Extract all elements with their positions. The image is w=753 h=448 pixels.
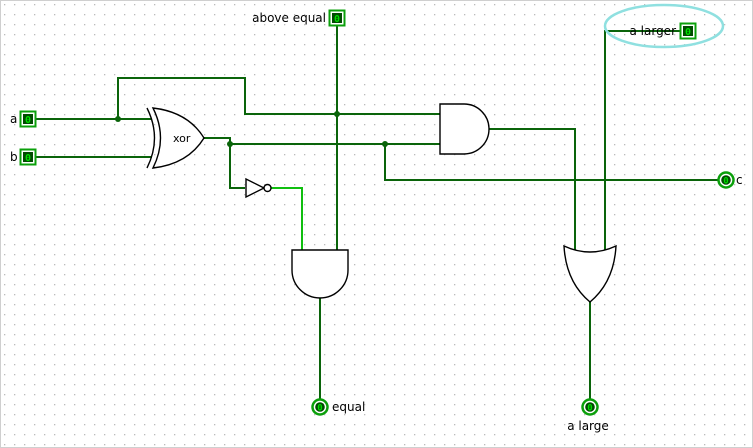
pin-b-label: b xyxy=(10,150,18,164)
pin-c-label: c xyxy=(736,173,743,187)
wire-branch-to-not[interactable] xyxy=(229,144,245,189)
pin-above-equal-label: above equal xyxy=(252,11,326,25)
pin-equal-label: equal xyxy=(332,400,365,414)
svg-text:0: 0 xyxy=(334,14,340,25)
and-gate-upper[interactable] xyxy=(439,103,490,155)
wire-junction xyxy=(334,111,340,117)
wire-junction xyxy=(382,141,388,147)
output-pin-a-large[interactable]: 0 xyxy=(581,398,599,416)
input-pin-a-larger[interactable]: 0 xyxy=(679,22,697,40)
and-gate-equal[interactable] xyxy=(291,249,349,299)
wire-and-upper-out-to-or[interactable] xyxy=(489,128,576,250)
not-gate-triangle[interactable] xyxy=(245,177,266,199)
not-gate[interactable] xyxy=(245,177,272,199)
svg-text:0: 0 xyxy=(587,404,592,414)
output-pin-c[interactable]: 0 xyxy=(717,171,735,189)
pin-a-larger-label: a larger xyxy=(629,24,676,38)
wire-a-branch-to-and-upper[interactable] xyxy=(117,77,440,119)
pin-a-label: a xyxy=(10,112,17,126)
wire-a-larger-to-or[interactable] xyxy=(604,30,680,250)
wire-not-out-to-and-equal[interactable] xyxy=(271,187,303,250)
input-pin-a[interactable]: 0 xyxy=(19,110,37,128)
or-gate[interactable] xyxy=(563,244,617,303)
selection-halo xyxy=(603,3,725,49)
svg-text:0: 0 xyxy=(317,404,322,414)
input-pin-b[interactable]: 0 xyxy=(19,148,37,166)
xor-gate-body[interactable] xyxy=(151,107,205,169)
pin-a-large-label: a large xyxy=(567,419,609,433)
svg-text:0: 0 xyxy=(723,177,728,187)
not-gate-bubble xyxy=(263,183,272,193)
xor-gate[interactable]: xor xyxy=(146,107,205,169)
wire-junction xyxy=(115,116,121,122)
svg-text:0: 0 xyxy=(685,27,691,38)
xor-gate-label: xor xyxy=(173,132,191,145)
wire-junction xyxy=(227,141,233,147)
svg-text:0: 0 xyxy=(25,115,31,126)
svg-text:0: 0 xyxy=(25,153,31,164)
output-pin-equal[interactable]: 0 xyxy=(311,398,329,416)
input-pin-above-equal[interactable]: 0 xyxy=(328,9,346,27)
xor-gate-arc xyxy=(146,107,156,169)
wire-branch-to-pin-c[interactable] xyxy=(384,144,718,181)
